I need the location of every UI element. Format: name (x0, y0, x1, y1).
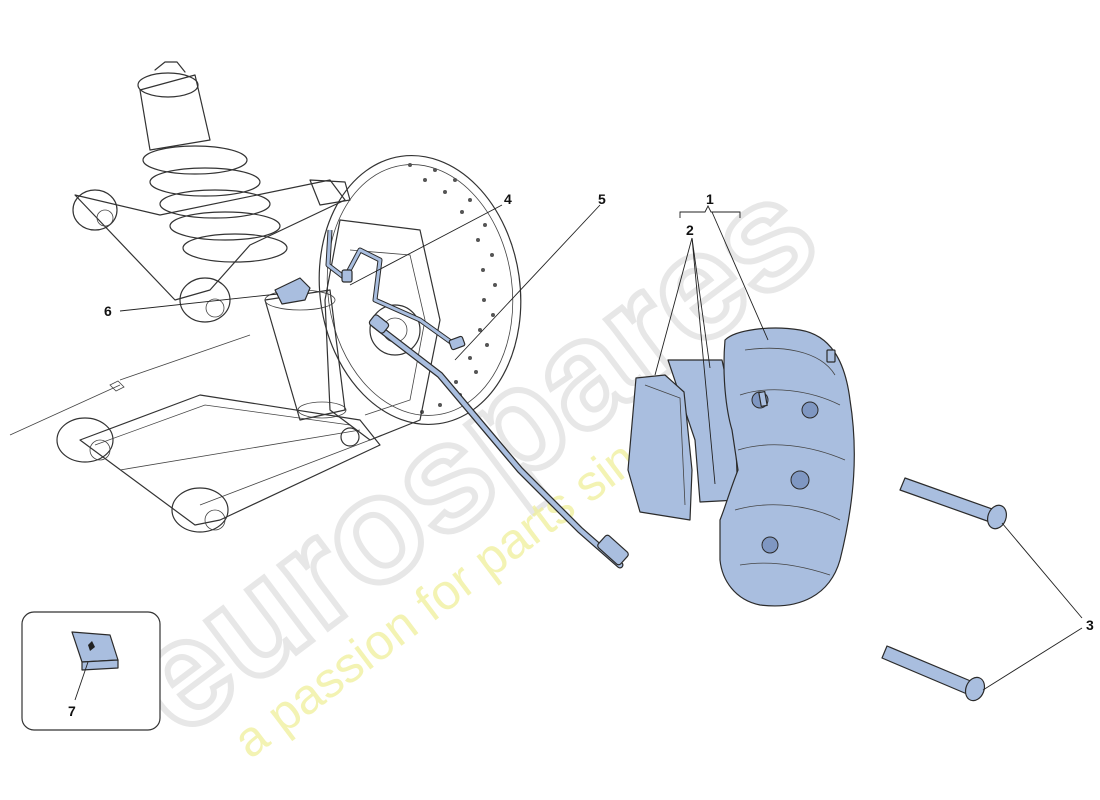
callout-6[interactable]: 6 (104, 303, 112, 319)
wheel-hub-knuckle (324, 219, 441, 447)
callout-5[interactable]: 5 (598, 191, 606, 207)
brake-disc (318, 154, 522, 426)
brake-hose (325, 229, 466, 351)
suspension-assembly (9, 61, 522, 533)
shock-absorber (137, 61, 347, 421)
callout-1[interactable]: 1 (706, 191, 714, 207)
upper-control-arm (72, 179, 351, 323)
caliper-bolt-upper (899, 477, 1008, 530)
wear-sensor-cable (368, 314, 629, 569)
callout-3[interactable]: 3 (1086, 617, 1094, 633)
brake-pads (627, 359, 739, 521)
clip (274, 277, 311, 305)
badge-plate-inset (21, 611, 161, 731)
leader-lines (74, 204, 1083, 701)
callouts: 1 2 3 4 5 6 7 (68, 191, 1094, 719)
callout-4[interactable]: 4 (504, 191, 512, 207)
callout-7[interactable]: 7 (68, 703, 76, 719)
caliper-bolt-lower (881, 645, 986, 702)
brake-caliper (719, 327, 855, 607)
callout-2[interactable]: 2 (686, 222, 694, 238)
lower-control-arm (9, 334, 381, 533)
